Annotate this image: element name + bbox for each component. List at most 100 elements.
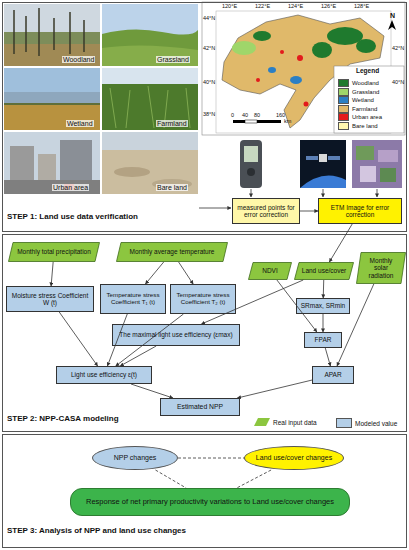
bare-land-photo <box>114 167 150 177</box>
step-panel: STEP 2: NPP-CASA modelingMonthly total p… <box>2 234 407 432</box>
model-box: Temperature stress Coefficient T₂ (t) <box>170 284 236 314</box>
coordinate-label: 126°E <box>321 4 336 10</box>
satellite-photo <box>319 154 327 162</box>
node-text: NPP changes <box>114 454 157 462</box>
coordinate-label: 38°N <box>203 112 215 118</box>
satellite-photo <box>300 140 346 188</box>
input-data: NDVI <box>248 262 292 280</box>
node-text: Temperature stress Coefficient T₂ (t) <box>174 292 232 306</box>
legend-item: Grassland <box>338 88 379 96</box>
coordinate-label: 128°E <box>354 4 369 10</box>
result-oval: Land use/cover changes <box>244 446 344 470</box>
node-text: Response of net primary productivity var… <box>86 498 334 506</box>
farmland-photo <box>148 86 154 128</box>
coordinate-label: 42°N <box>392 46 404 52</box>
farmland-photo <box>110 88 116 128</box>
legend-swatch <box>338 79 349 87</box>
flow-arrow <box>325 348 330 366</box>
etm-image-photo <box>360 166 376 182</box>
node-text: Land use/cover <box>302 267 346 274</box>
legend-item: Bare land <box>338 122 378 130</box>
conclusion-box: Response of net primary productivity var… <box>70 488 350 516</box>
flow-arrow <box>237 380 312 398</box>
gps-photo <box>240 140 262 188</box>
node-text: Light use efficiency ε(t) <box>71 371 137 378</box>
woodland-photo <box>13 10 15 54</box>
coordinate-label: 122°E <box>255 4 270 10</box>
node-text: Moisture stress Coefficient W (t) <box>10 292 90 306</box>
coordinate-label: 120°E <box>222 4 237 10</box>
legend-text: Woodland <box>352 80 379 86</box>
etm-image-photo <box>380 168 396 182</box>
wetland-photo <box>4 103 100 105</box>
grassland-photo <box>102 4 198 66</box>
study-area-map <box>334 66 404 133</box>
node-text: FPAR <box>315 336 332 343</box>
legend-text: Wetland <box>352 97 374 103</box>
flow-arrow <box>107 314 127 366</box>
study-area-map <box>268 67 276 73</box>
node-text: SRmax, SRmin <box>301 302 345 309</box>
legend-swatch <box>336 418 352 428</box>
coordinate-label: 40°N <box>203 80 215 86</box>
node-text: Monthly solar radiation <box>363 257 399 278</box>
parallelogram-outline <box>9 243 100 262</box>
legend-text: Bare land <box>352 123 378 129</box>
legend-item: Farmland <box>338 105 377 113</box>
satellite-photo <box>306 156 318 160</box>
parallelogram-outline <box>117 243 228 262</box>
model-box: APAR <box>312 366 354 384</box>
gps-photo <box>247 168 255 176</box>
step-panel: STEP 3: Analysis of NPP and land use cha… <box>2 434 407 548</box>
wetland-photo <box>4 104 100 130</box>
study-area-map <box>202 2 405 135</box>
photo-caption: Bare land <box>156 184 188 191</box>
scale-bar <box>245 120 257 123</box>
woodland-photo <box>53 18 55 50</box>
node-text: Monthly total precipitation <box>17 248 91 255</box>
study-area-map <box>232 41 256 55</box>
model-box: Moisture stress Coefficient W (t) <box>6 286 94 312</box>
study-area-map <box>297 55 303 61</box>
leader-arrows <box>377 189 378 197</box>
wetland-photo <box>4 92 100 106</box>
legend-swatch <box>338 96 349 104</box>
legend-text: Modeled value <box>355 420 397 427</box>
woodland-photo <box>38 8 40 56</box>
node-text: measured points for error correction <box>236 204 296 218</box>
photo-caption: Wetland <box>66 120 94 127</box>
input-data: Monthly total precipitation <box>8 242 100 262</box>
flow-arrow <box>145 262 163 284</box>
study-area-map <box>290 76 302 84</box>
step-title: STEP 1: Land use data verification <box>7 213 197 222</box>
study-area-map <box>216 11 391 133</box>
scale-label: 80 <box>254 113 260 119</box>
urban-photo <box>4 180 100 194</box>
node-text: Estimated NPP <box>177 403 223 410</box>
farmland-photo <box>126 90 130 128</box>
study-area-map <box>202 2 405 135</box>
flow-arrow <box>323 280 325 298</box>
etm-image-photo <box>356 146 374 160</box>
dashed-link <box>155 470 186 488</box>
model-box: Estimated NPP <box>160 398 240 416</box>
legend-swatch <box>338 105 349 113</box>
scale-bar <box>233 120 245 123</box>
satellite-photo <box>300 140 346 188</box>
woodland-photo <box>4 44 100 66</box>
legend-item: Wetland <box>338 96 374 104</box>
study-area-map <box>253 31 271 41</box>
wetland-photo <box>4 68 100 130</box>
legend-swatch <box>338 88 349 96</box>
bare-land-photo <box>102 132 198 194</box>
flow-arrow <box>329 224 352 262</box>
dashed-link <box>237 470 271 488</box>
satellite-photo <box>300 176 346 189</box>
legend-swatch <box>338 122 349 130</box>
dashed-link <box>178 458 244 459</box>
flow-arrow <box>120 346 156 366</box>
coordinate-label: 124°E <box>288 4 303 10</box>
legend-item: Modeled value <box>336 418 397 428</box>
node-text: ETM Image for error correction <box>322 204 398 218</box>
